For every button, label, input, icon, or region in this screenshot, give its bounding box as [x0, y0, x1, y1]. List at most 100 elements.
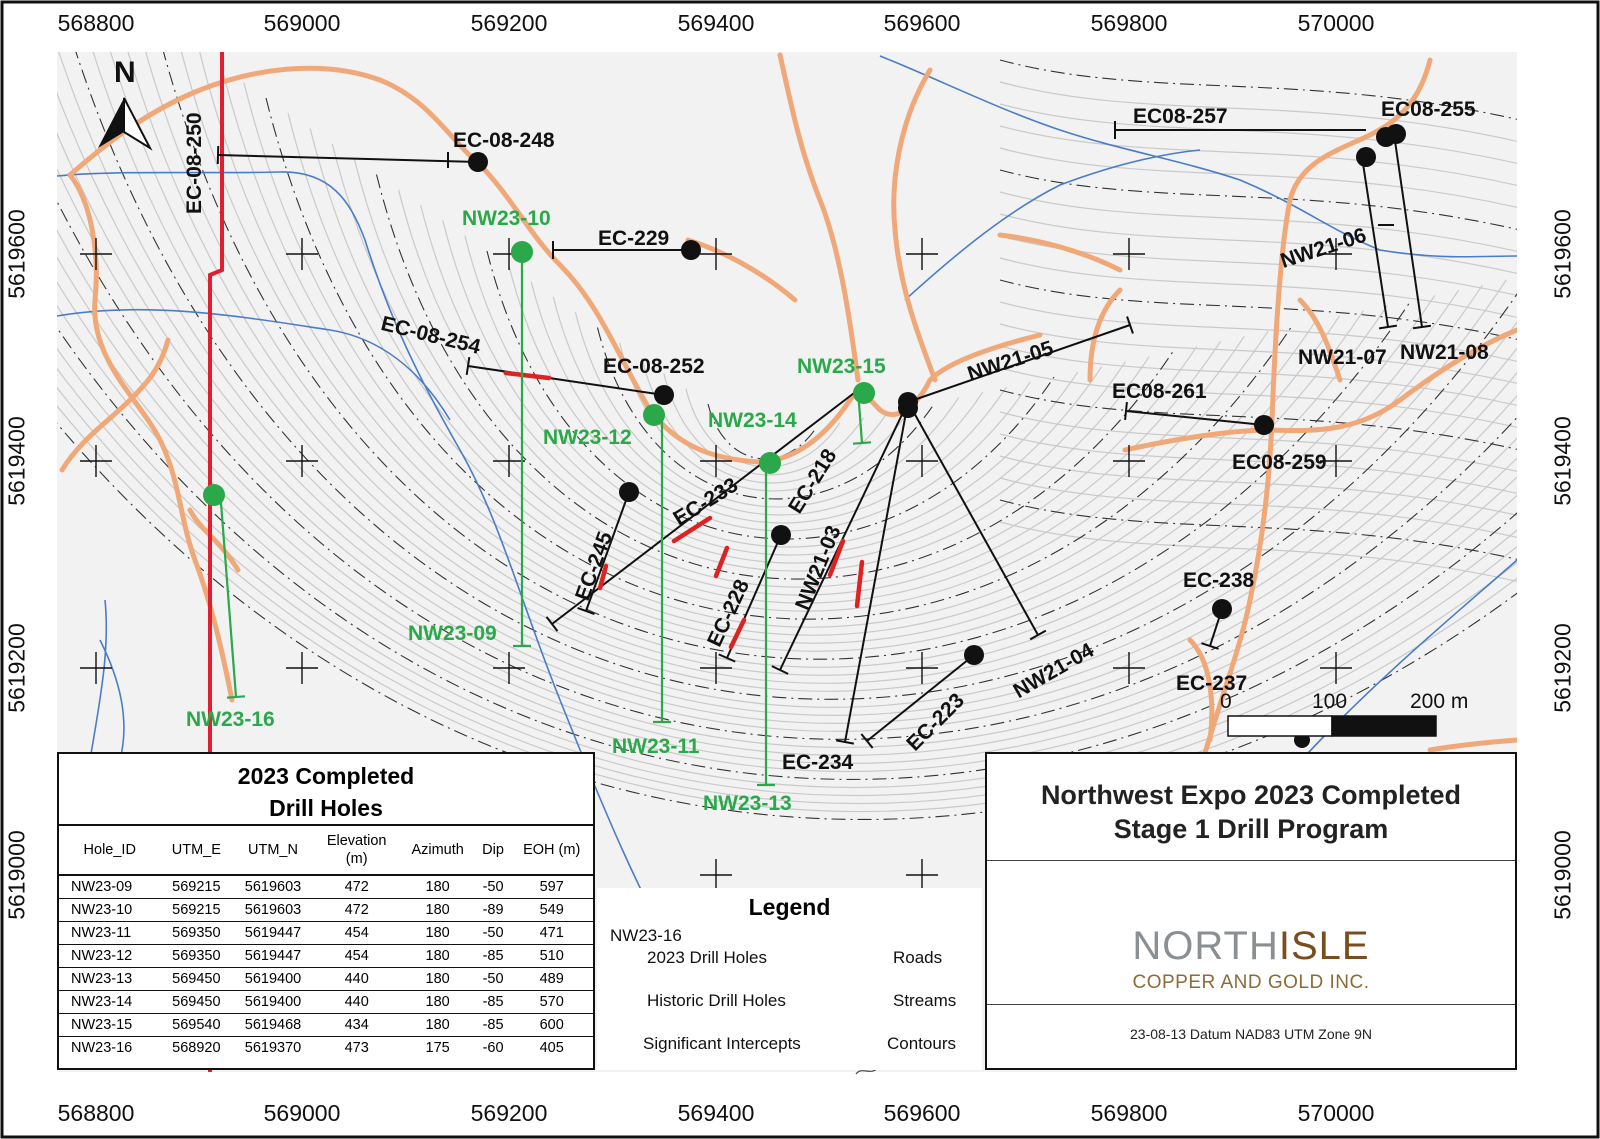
contour [999, 257, 1517, 318]
table-cell: 549 [510, 898, 593, 922]
table-cell: 570 [510, 990, 593, 1014]
map-title-line: Stage 1 Drill Program [1113, 814, 1389, 844]
northing-label: 5619600 [1549, 209, 1576, 299]
contour [999, 345, 1517, 406]
legend-item-contours: Contours [887, 1034, 956, 1053]
index-contour-lines [57, 52, 1517, 821]
hole-label: NW23-16 [186, 708, 275, 731]
contour [57, 91, 1517, 716]
table-cell: 471 [510, 921, 593, 945]
intercept-segment [597, 563, 609, 591]
header-elevation-unit: (m) [345, 851, 368, 867]
index-contour [163, 52, 1412, 660]
title-divider [987, 860, 1515, 861]
table-cell: -50 [475, 967, 511, 991]
contour [199, 52, 1364, 644]
northing-label: 5619000 [3, 830, 30, 920]
easting-label: 568800 [57, 1100, 135, 1126]
table-cell: 569540 [160, 1013, 233, 1037]
index-contour [57, 422, 1517, 821]
contour [574, 312, 960, 508]
title-block: Northwest Expo 2023 Completed Stage 1 Dr… [985, 752, 1517, 1070]
company-logo-subtitle: COPPER AND GOLD INC. [1132, 972, 1370, 993]
table-cell: 180 [399, 921, 476, 945]
drill-holes-table: Hole_ID UTM_E UTM_N Elevation(m) Azimuth… [59, 826, 593, 1059]
historic-collar [1254, 415, 1274, 435]
hole-label: EC-234 [782, 751, 854, 774]
table-cell: -60 [482, 1040, 504, 1056]
new-collar [759, 452, 781, 474]
historic-collar [964, 645, 984, 665]
easting-label: 568800 [57, 10, 135, 36]
easting-label: 569800 [1090, 10, 1168, 36]
header-utm-e: UTM_E [160, 826, 233, 876]
hole-label: NW23-12 [543, 426, 632, 449]
contour [999, 213, 1517, 274]
table-cell: 569215 [160, 898, 233, 922]
hole-label: EC08-259 [1232, 451, 1327, 474]
historic-collar [1212, 599, 1232, 619]
contour [57, 367, 1517, 796]
historic-hole-trace [217, 154, 479, 163]
contour [999, 147, 1517, 208]
table-cell: 5619370 [244, 1040, 302, 1056]
intercept-segment [728, 617, 747, 650]
contour [619, 342, 912, 492]
contour [57, 255, 1517, 756]
contour [999, 367, 1517, 428]
table-cell: -50 [475, 875, 511, 899]
index-contour [999, 59, 1517, 120]
legend-item-new-holes: 2023 Drill Holes [647, 948, 767, 967]
table-header-row: Hole_ID UTM_E UTM_N Elevation(m) Azimuth… [59, 826, 593, 876]
hole-label: EC-229 [598, 227, 670, 250]
table-cell: 597 [510, 875, 593, 899]
table-cell: 568920 [172, 1040, 221, 1056]
company-logo-wordmark: NORTHISLE [987, 924, 1515, 969]
historic-hole-trace [907, 401, 1039, 636]
table-cell: -50 [475, 921, 511, 945]
historic-hole-trace-end [1029, 629, 1047, 641]
contour [999, 81, 1517, 142]
easting-label: 569800 [1090, 1100, 1168, 1126]
historic-hole-trace [866, 654, 975, 742]
historic-drill-holes [216, 121, 1432, 749]
intercept-segment [671, 515, 713, 544]
index-contour [486, 250, 1055, 540]
table-cell: 600 [510, 1013, 593, 1037]
intercept-segment [854, 559, 865, 609]
table-cell: NW23-14 [59, 990, 161, 1014]
contour [999, 521, 1517, 582]
historic-hole-trace-end [545, 616, 559, 632]
contour [999, 411, 1517, 472]
table-cell: 569350 [160, 921, 233, 945]
contour [999, 191, 1517, 252]
header-elevation-line: Elevation [326, 833, 387, 849]
drill-holes-table-panel: 2023 Completed Drill Holes Hole_ID UTM_E… [57, 752, 595, 1070]
north-arrow-label: N [114, 56, 136, 89]
historic-hole-trace-end [1124, 401, 1128, 421]
date-datum-info: 23-08-13 Datum NAD83 UTM Zone 9N [1130, 1026, 1372, 1042]
legend-item-streams: Streams [893, 991, 957, 1010]
significant-intercepts [503, 370, 865, 650]
table-cell: 454 [313, 944, 400, 968]
hole-label: EC-237 [1176, 672, 1248, 695]
table-cell: 180 [399, 944, 476, 968]
easting-label: 569000 [263, 1100, 341, 1126]
new-hole-trace [218, 489, 238, 698]
table-cell: 175 [425, 1040, 450, 1056]
historic-hole-trace [585, 491, 630, 612]
contour [110, 52, 1483, 684]
hole-label: NW21-07 [1298, 346, 1387, 369]
northing-label: 5619600 [3, 209, 30, 299]
contour [58, 52, 1517, 708]
index-contour [999, 169, 1517, 230]
northing-label: 5619400 [3, 416, 30, 506]
hole-label: NW23-14 [708, 409, 797, 432]
index-contour [75, 52, 1517, 700]
easting-label: 570000 [1297, 10, 1375, 36]
roads [59, 52, 1517, 773]
scale-label: 100 [1312, 690, 1348, 713]
header-utm-n: UTM_N [232, 826, 314, 876]
legend-item-roads: Roads [893, 948, 943, 967]
table-cell: NW23-16 [71, 1040, 133, 1056]
